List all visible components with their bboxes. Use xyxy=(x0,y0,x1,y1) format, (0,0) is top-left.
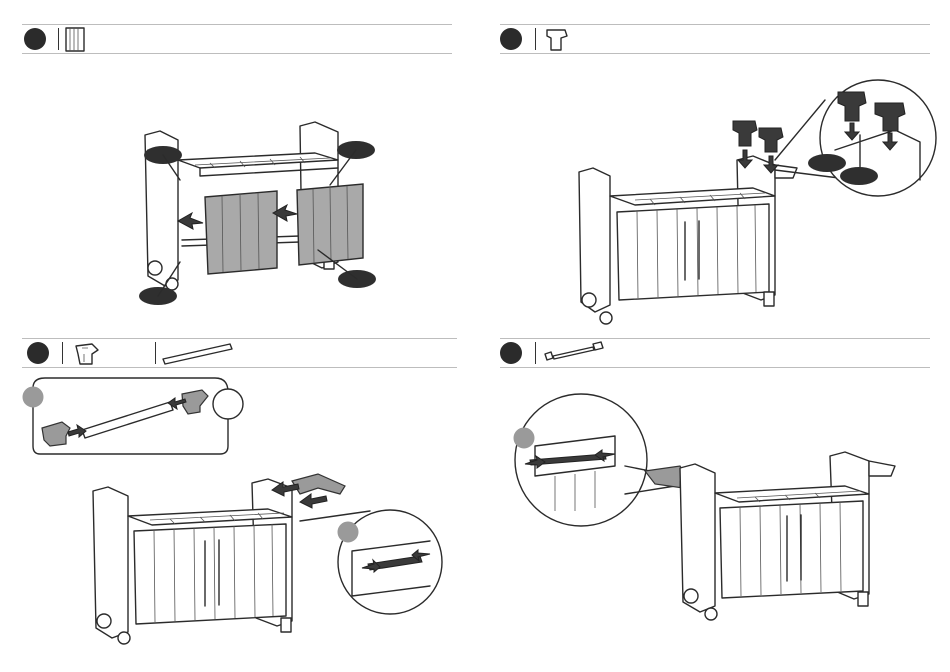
subassembly-box xyxy=(23,378,243,454)
step-c-illustration xyxy=(0,336,475,672)
bracket-icon xyxy=(76,344,98,364)
arrow-left-1 xyxy=(178,213,203,229)
cabinet-frame-d xyxy=(680,452,895,620)
zoom-detail-c xyxy=(300,510,442,614)
zoom-detail-b xyxy=(775,80,936,196)
towel-bar-icon xyxy=(545,342,603,360)
rod-icon xyxy=(163,344,232,364)
step-c-panel xyxy=(0,336,475,672)
step-d-illustration xyxy=(475,336,950,672)
step-b-illustration xyxy=(475,0,950,336)
cabinet-frame-b xyxy=(579,156,797,324)
door-panel-icon xyxy=(66,28,84,51)
doors-a xyxy=(205,184,363,274)
step-b-panel xyxy=(475,0,950,336)
step-a-illustration xyxy=(0,0,475,336)
cabinet-frame-c xyxy=(93,479,292,644)
step-a-panel xyxy=(0,0,475,336)
step-d-panel xyxy=(475,336,950,672)
handle-clip-icon xyxy=(547,30,567,50)
zoom-detail-d xyxy=(514,394,675,526)
